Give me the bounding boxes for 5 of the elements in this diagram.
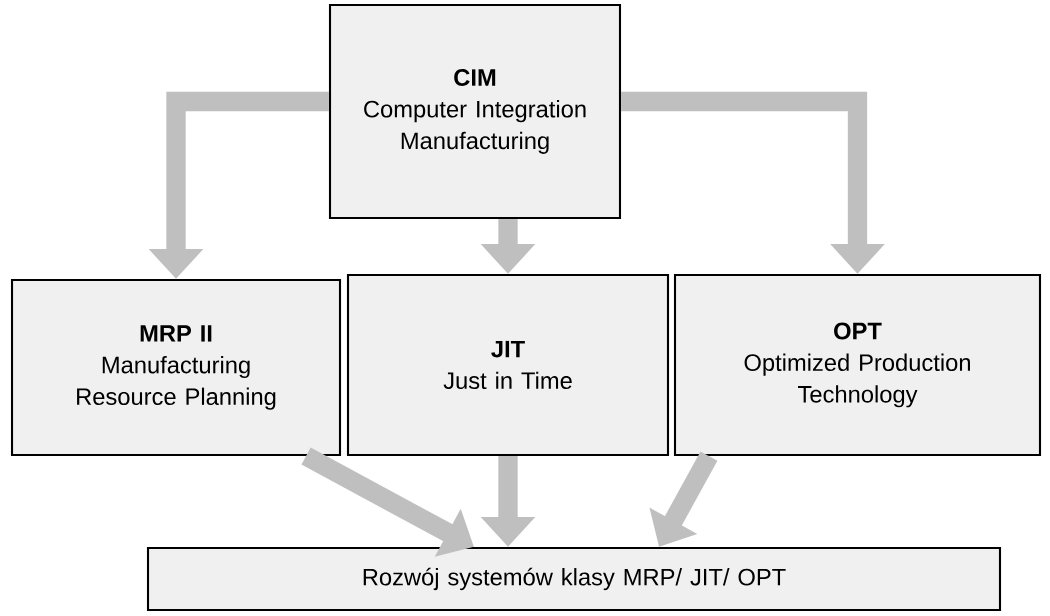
process-box: MRP II Manufacturing Resource Planning (10, 278, 342, 457)
process-box: CIM Computer Integration Manufacturing (328, 3, 622, 220)
process-box: OPT Optimized Production Technology (673, 273, 1042, 457)
process-box: JIT Just in Time (346, 273, 670, 457)
result-box: Rozwój systemów klasy MRP/ JIT/ OPT (146, 546, 1002, 612)
